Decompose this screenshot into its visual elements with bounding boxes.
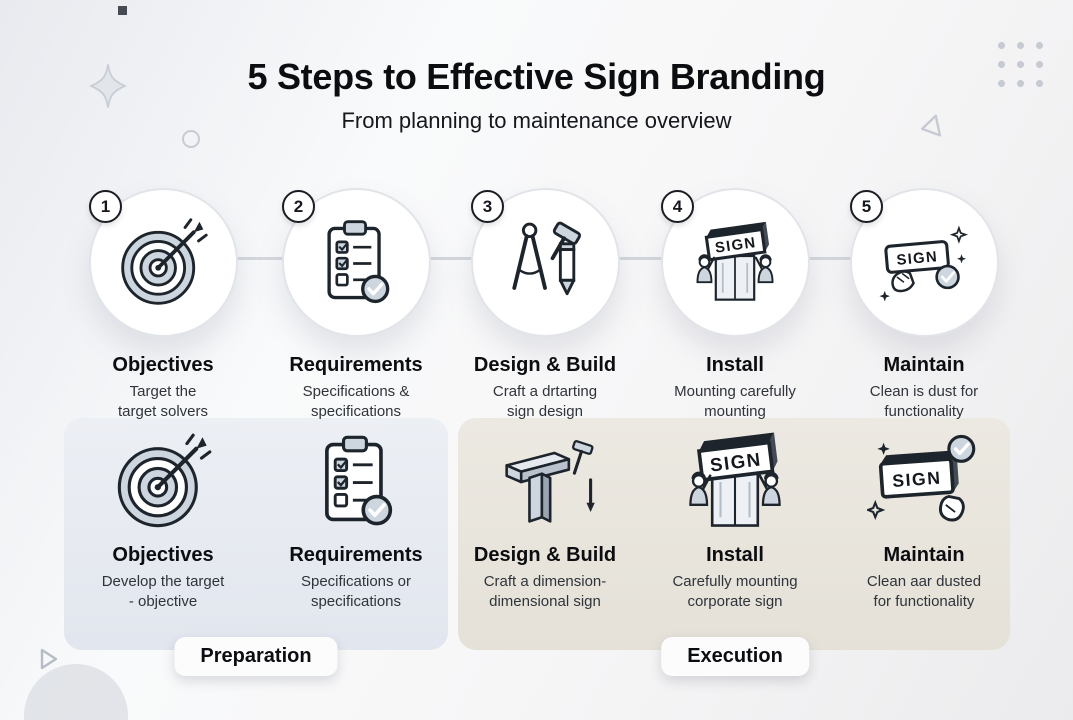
sign-cleaning-icon: SIGN bbox=[879, 225, 969, 301]
step-install: 4 SIGN bbox=[635, 180, 835, 423]
detail-description: Carefully mounting corporate sign bbox=[672, 573, 798, 611]
construction-frame-icon bbox=[505, 440, 595, 523]
step-description: Target the target solvers bbox=[117, 383, 209, 421]
checklist-icon bbox=[299, 430, 413, 534]
circle-outline-deco bbox=[182, 130, 200, 148]
detail-title: Design & Build bbox=[473, 544, 617, 566]
step-requirements: 2 Requirements Specifications & specific… bbox=[256, 180, 456, 423]
step-description: Clean is dust for functionality bbox=[869, 383, 979, 421]
sparkle-icon bbox=[89, 64, 127, 108]
step-number-badge: 1 bbox=[89, 190, 122, 223]
detail-objectives: Objectives Develop the target - objectiv… bbox=[58, 424, 268, 613]
detail-title: Requirements bbox=[289, 544, 423, 566]
sign-text: SIGN bbox=[892, 468, 943, 491]
step-title: Install bbox=[706, 354, 764, 376]
detail-title: Install bbox=[706, 544, 764, 566]
detail-description: Develop the target - objective bbox=[101, 573, 225, 611]
step-title: Objectives bbox=[112, 354, 214, 376]
detail-icon-wrap: SIGN bbox=[819, 424, 1029, 540]
preparation-label: Preparation bbox=[174, 637, 338, 676]
detail-description: Craft a dimension- dimensional sign bbox=[483, 573, 607, 611]
page-title: 5 Steps to Effective Sign Branding bbox=[247, 56, 826, 97]
target-icon bbox=[115, 215, 211, 311]
sign-install-icon: SIGN bbox=[689, 432, 781, 527]
detail-description: Specifications or specifications bbox=[300, 573, 412, 611]
sign-install-icon: SIGN bbox=[696, 221, 774, 301]
step-icon-circle bbox=[88, 188, 238, 337]
step-title: Design & Build bbox=[473, 354, 617, 376]
detail-maintain: SIGN Maintain Clean aar dusted for funct… bbox=[819, 424, 1029, 613]
preparation-panel bbox=[64, 418, 448, 650]
triangle-outline-icon bbox=[920, 114, 942, 137]
detail-requirements: Requirements Specifications or specifica… bbox=[251, 424, 461, 613]
step-description: Specifications & specifications bbox=[302, 383, 410, 421]
step-number-badge: 5 bbox=[850, 190, 883, 223]
step-objectives: 1 Objectives Target the target solvers bbox=[63, 180, 263, 423]
step-title: Maintain bbox=[883, 354, 965, 376]
sign-text: SIGN bbox=[896, 249, 939, 269]
detail-title: Maintain bbox=[883, 544, 965, 566]
step-design-build: 3 Design & Build Craft a drtarting sign … bbox=[445, 180, 645, 423]
detail-install: SIGN Install Carefully mounting corporat… bbox=[630, 424, 840, 613]
detail-icon-wrap bbox=[251, 424, 461, 540]
checklist-icon bbox=[308, 215, 404, 311]
detail-title: Objectives bbox=[112, 544, 214, 566]
detail-design-build: Design & Build Craft a dimension- dimens… bbox=[440, 424, 650, 613]
execution-label: Execution bbox=[661, 637, 809, 676]
sign-cleaning-icon: SIGN bbox=[867, 434, 976, 522]
target-icon bbox=[106, 430, 220, 534]
step-number-badge: 3 bbox=[471, 190, 504, 223]
drafting-tools-icon bbox=[512, 221, 582, 295]
detail-icon-wrap bbox=[440, 424, 650, 540]
sign-text: SIGN bbox=[714, 235, 757, 257]
detail-icon-wrap bbox=[58, 424, 268, 540]
step-number-badge: 4 bbox=[661, 190, 694, 223]
step-title: Requirements bbox=[289, 354, 423, 376]
deco-square bbox=[118, 6, 127, 15]
page-subtitle: From planning to maintenance overview bbox=[341, 108, 732, 133]
step-description: Craft a drtarting sign design bbox=[492, 383, 598, 421]
detail-icon-wrap: SIGN bbox=[630, 424, 840, 540]
detail-description: Clean aar dusted for functionality bbox=[866, 573, 982, 611]
step-number-badge: 2 bbox=[282, 190, 315, 223]
step-maintain: 5 SIGN Maintain Clean is dust for functi… bbox=[824, 180, 1024, 423]
triangle-left-deco-icon bbox=[40, 648, 58, 670]
step-description: Mounting carefully mounting bbox=[674, 383, 796, 421]
dots-grid-icon bbox=[992, 36, 1048, 92]
blob-deco bbox=[24, 664, 128, 720]
